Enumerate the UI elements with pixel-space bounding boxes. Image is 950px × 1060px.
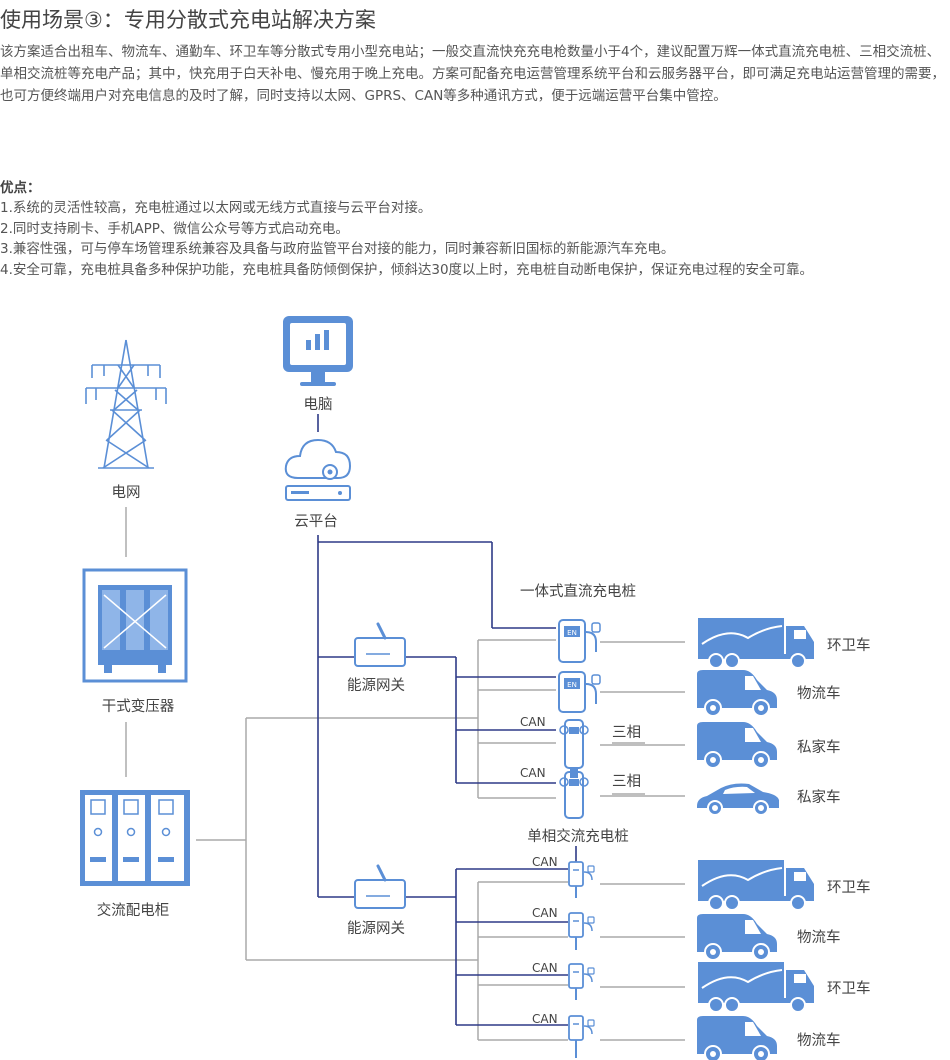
private-car-icon	[696, 782, 780, 816]
single-phase-title: 单相交流充电桩	[527, 827, 629, 845]
three-phase-charger-icon	[559, 771, 589, 819]
comm-lines	[317, 414, 577, 1026]
cloud-label: 云平台	[294, 513, 338, 530]
logistics-van-icon	[696, 669, 778, 717]
cabinet-label: 交流配电柜	[97, 901, 170, 919]
vehicle-label: 环卫车	[827, 879, 871, 896]
advantage-item: 4.安全可靠，充电桩具备多种保护功能，充电桩具备防倾倒保护，倾斜达30度以上时，…	[0, 261, 814, 278]
single-phase-charger-icon	[568, 861, 595, 898]
grid-label: 电网	[112, 484, 141, 501]
single-phase-charger-icon	[568, 1015, 595, 1058]
page-title: 使用场景③：专用分散式充电站解决方案	[0, 8, 376, 32]
three-phase-label: 三相	[612, 773, 641, 790]
en-badge: EN	[567, 681, 577, 689]
energy-gateway-icon	[354, 622, 406, 667]
cloud-server-icon	[284, 438, 352, 501]
vehicle-label: 环卫车	[827, 980, 871, 997]
advantages-heading: 优点：	[0, 180, 41, 196]
advantage-item: 1.系统的灵活性较高，充电桩通过以太网或无线方式直接与云平台对接。	[0, 200, 432, 216]
dc-charger-icon: EN	[558, 671, 601, 713]
transformer-label: 干式变压器	[102, 698, 175, 715]
advantage-item: 3.兼容性强，可与停车场管理系统兼容及具备与政府监管平台对接的能力，同时兼容新旧…	[0, 241, 675, 257]
vehicle-label: 环卫车	[827, 637, 871, 654]
logistics-van-icon	[696, 913, 778, 961]
three-phase-charger-icon	[559, 719, 589, 778]
single-phase-charger-icon	[568, 912, 595, 950]
energy-gateway-icon	[354, 864, 406, 909]
sanitation-truck-icon	[697, 859, 815, 911]
vehicle-label: 物流车	[797, 929, 841, 946]
can-label: CAN	[532, 855, 558, 869]
can-label: CAN	[520, 715, 546, 729]
intro-paragraph: 该方案适合出租车、物流车、通勤车、环卫车等分散式专用小型充电站；一般交直流快充充…	[0, 44, 945, 104]
three-phase-label: 三相	[612, 724, 641, 741]
computer-label: 电脑	[304, 396, 333, 413]
can-label: CAN	[532, 961, 558, 975]
en-badge: EN	[567, 629, 577, 637]
sanitation-truck-icon	[697, 961, 815, 1013]
gateway1-label: 能源网关	[347, 677, 405, 694]
private-car-icon	[696, 721, 778, 769]
power-lines	[125, 507, 685, 1041]
vehicle-label: 私家车	[797, 739, 841, 756]
dc-charger-icon: EN	[558, 619, 601, 663]
can-label: CAN	[532, 906, 558, 920]
can-label: CAN	[532, 1012, 558, 1026]
logistics-van-icon	[696, 1015, 778, 1060]
power-tower-icon	[85, 339, 167, 469]
dc-charger-title: 一体式直流充电桩	[520, 583, 636, 600]
computer-icon	[283, 316, 353, 386]
gateway2-label: 能源网关	[347, 920, 405, 937]
distribution-cabinet-icon	[80, 790, 190, 886]
single-phase-charger-icon	[568, 963, 595, 1000]
advantages-list: 1.系统的灵活性较高，充电桩通过以太网或无线方式直接与云平台对接。 2.同时支持…	[0, 198, 948, 280]
can-label: CAN	[520, 766, 546, 780]
vehicle-label: 物流车	[797, 685, 841, 702]
vehicle-label: 私家车	[797, 789, 841, 806]
vehicle-label: 物流车	[797, 1032, 841, 1049]
transformer-icon	[82, 568, 188, 683]
advantage-item: 2.同时支持刷卡、手机APP、微信公众号等方式启动充电。	[0, 220, 349, 237]
sanitation-truck-icon	[697, 617, 815, 669]
